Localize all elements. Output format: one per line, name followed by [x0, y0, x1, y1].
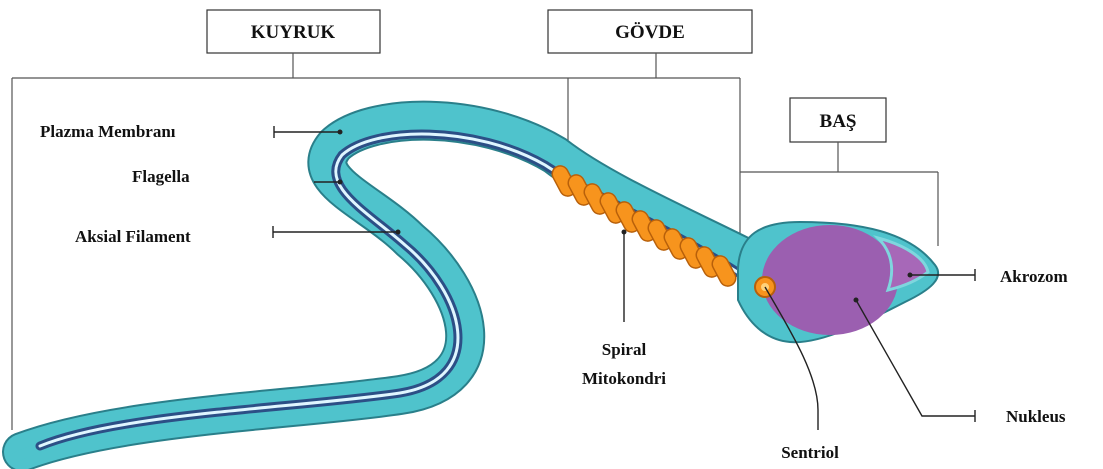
head-region-label: BAŞ [820, 111, 857, 132]
flagella-dot [338, 180, 343, 185]
nucleus-label: Nukleus [1006, 407, 1066, 426]
nucleus [762, 225, 898, 335]
tail-region-label: KUYRUK [251, 22, 336, 43]
spiral-mitochondria-label-line1: Spiral [602, 340, 647, 359]
nucleus-dot [854, 298, 859, 303]
plasma-membrane-dot [338, 130, 343, 135]
acrosome-label: Akrozom [1000, 267, 1068, 286]
spiral-mitochondria-label-line2: Mitokondri [582, 369, 666, 388]
centriole-label: Sentriol [781, 443, 839, 462]
axial-filament-dot [396, 230, 401, 235]
flagella-label: Flagella [132, 167, 190, 186]
plasma-membrane-label: Plazma Membranı [40, 122, 176, 141]
axial-filament-label: Aksial Filament [75, 227, 191, 246]
acrosome-dot [908, 273, 913, 278]
tail-body [22, 121, 740, 452]
midpiece-region-label: GÖVDE [615, 22, 685, 43]
spiral-mitochondria-dot [622, 230, 627, 235]
